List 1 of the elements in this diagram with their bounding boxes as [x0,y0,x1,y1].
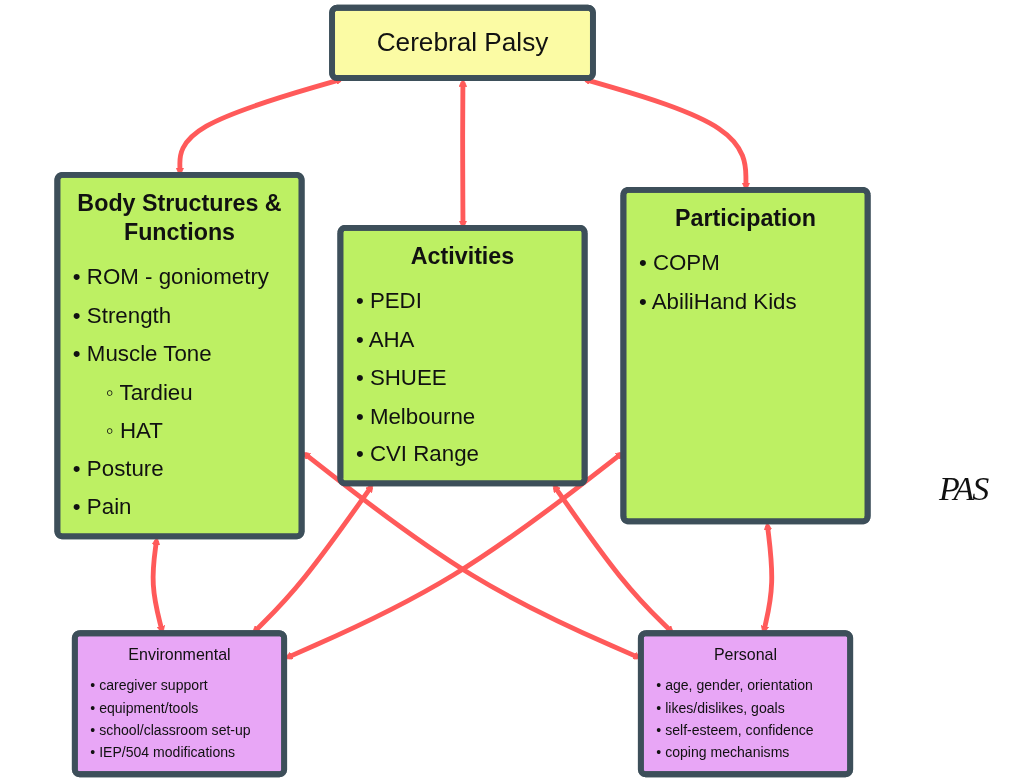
signature: PAS [939,470,988,508]
